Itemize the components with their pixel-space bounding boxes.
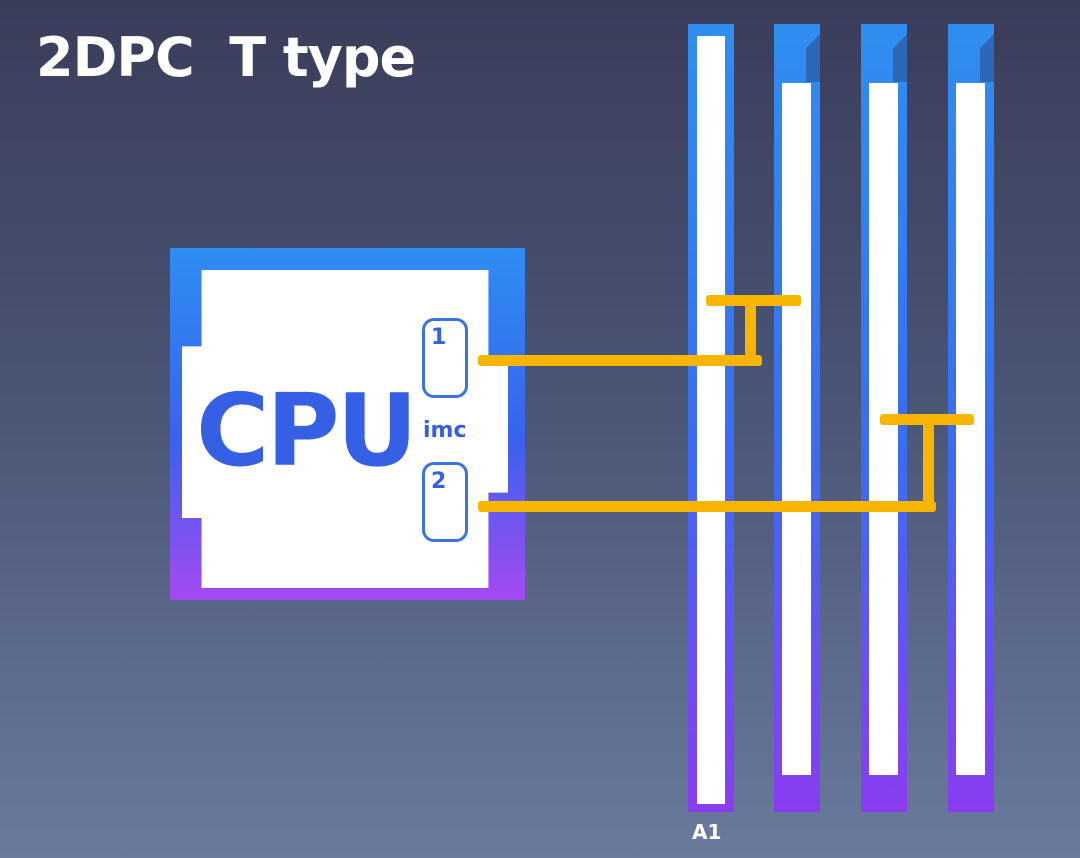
cpu-package bbox=[170, 248, 525, 600]
channel-2-pad: 2 bbox=[422, 462, 468, 542]
memory-slot-a1 bbox=[688, 24, 734, 812]
memory-slot-2 bbox=[774, 24, 820, 812]
imc-label: imc bbox=[423, 418, 467, 443]
channel-1-trace-riser bbox=[745, 300, 756, 366]
channel-2-t-branch bbox=[880, 414, 974, 425]
diagram-title: 2DPC T type bbox=[36, 26, 416, 89]
channel-2-label: 2 bbox=[431, 469, 447, 494]
channel-2-trace bbox=[478, 501, 936, 512]
channel-1-label: 1 bbox=[431, 325, 447, 350]
slot-label-a1: A1 bbox=[692, 820, 722, 844]
cpu-label: CPU bbox=[196, 372, 418, 489]
channel-1-trace bbox=[478, 355, 762, 366]
channel-1-t-branch bbox=[706, 295, 801, 306]
channel-1-pad: 1 bbox=[422, 318, 468, 398]
memory-slot-4 bbox=[948, 24, 994, 812]
channel-2-trace-riser bbox=[923, 418, 934, 512]
